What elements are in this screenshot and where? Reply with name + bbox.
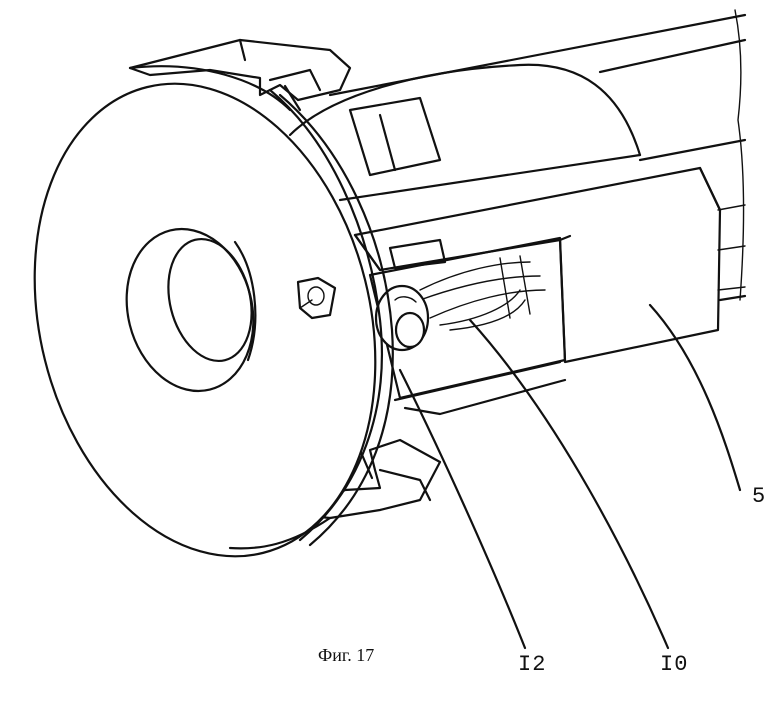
slide-block-part-5 <box>353 166 746 364</box>
roller-pin-part-12 <box>374 284 430 352</box>
label-part-12: I2 <box>518 652 547 677</box>
top-clip <box>128 38 352 112</box>
housing-cylinder <box>288 63 642 202</box>
leader-line-12 <box>398 368 527 650</box>
leader-line-10 <box>468 318 670 650</box>
front-disc <box>33 65 394 558</box>
label-part-10: I0 <box>660 652 689 677</box>
figure-caption: Фиг. 17 <box>318 645 375 665</box>
leader-lines <box>398 303 742 650</box>
label-part-5: 5 <box>752 484 767 509</box>
leader-line-5 <box>648 303 742 492</box>
mechanism-window <box>368 236 567 416</box>
small-bracket <box>296 276 337 320</box>
